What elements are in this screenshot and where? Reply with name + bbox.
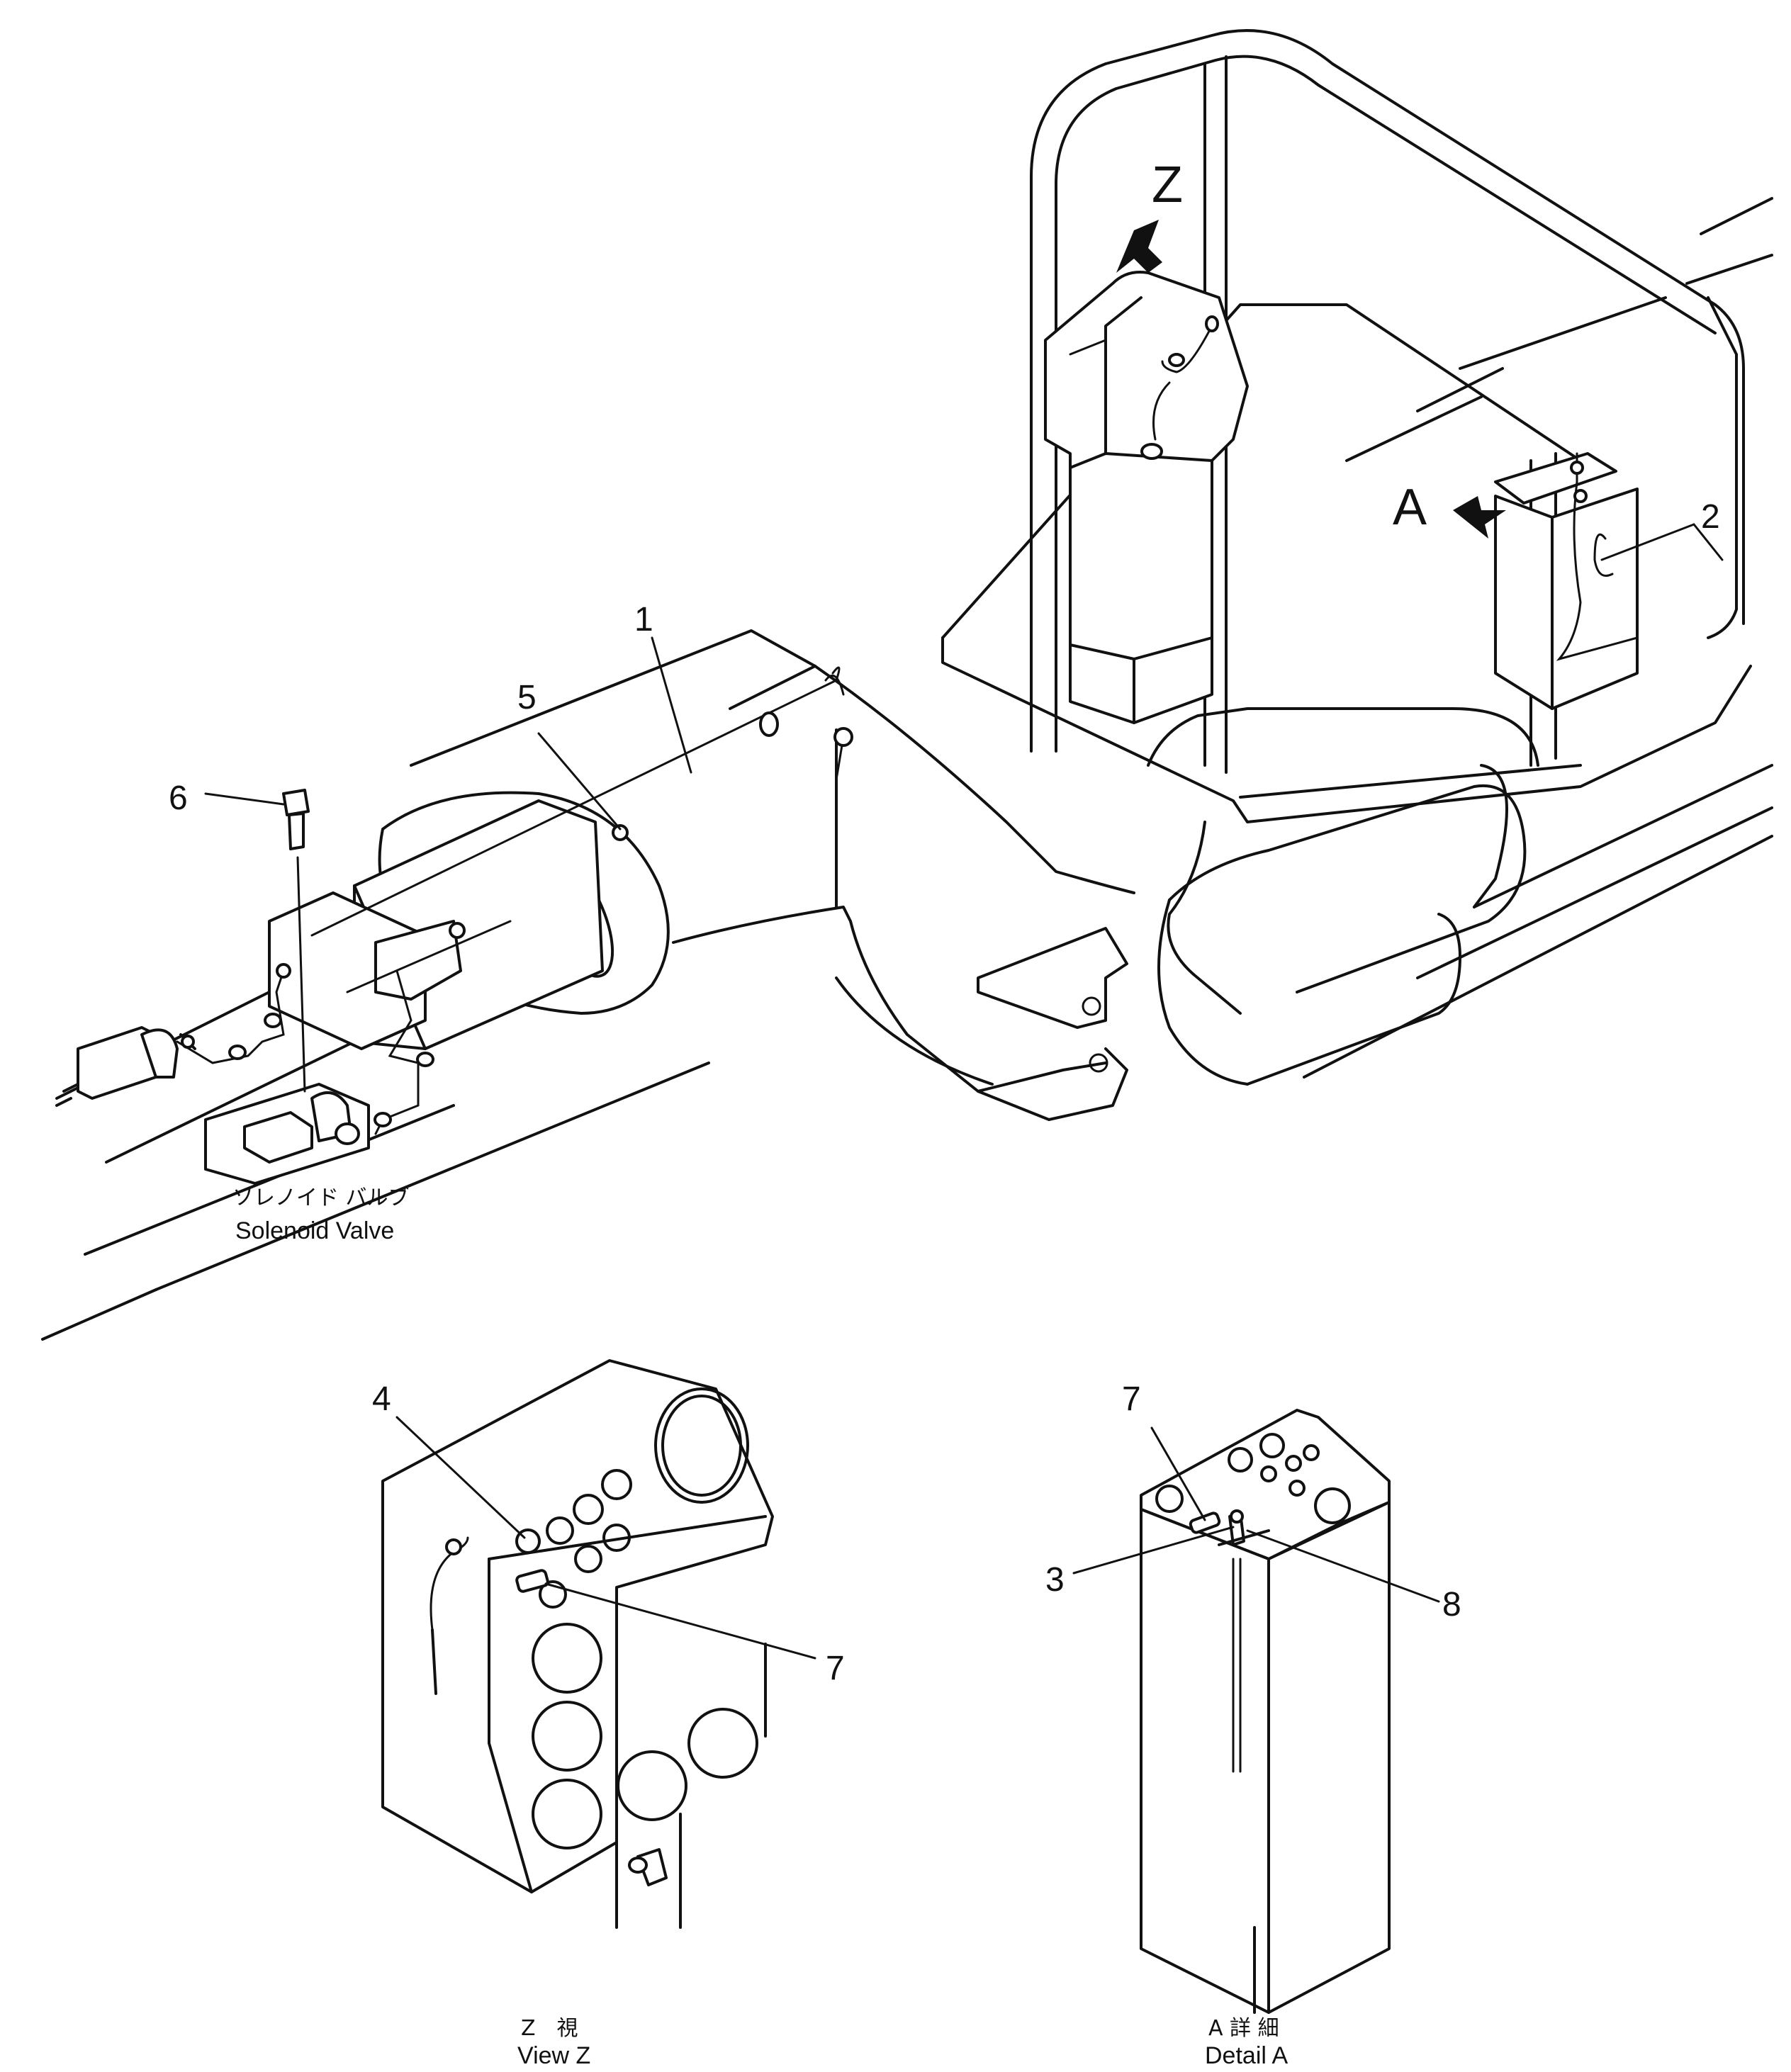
callout-2: 2 bbox=[1701, 498, 1720, 536]
switch-4 bbox=[515, 1528, 541, 1554]
callout-6: 6 bbox=[169, 779, 188, 817]
connector bbox=[416, 1052, 434, 1067]
view-z-panel bbox=[381, 1359, 774, 1929]
solenoid-valve-label-jp: ソレノイド バルブ bbox=[232, 1186, 410, 1210]
callout-7-detail-a: 7 bbox=[1122, 1380, 1141, 1418]
label-plate-7 bbox=[515, 1569, 549, 1593]
detail-a-tank bbox=[1140, 1409, 1391, 2014]
leader-lines bbox=[204, 523, 1724, 1660]
clip bbox=[276, 963, 291, 979]
view-z-caption-jp: Z 視 bbox=[521, 2016, 578, 2041]
view-z-arrow bbox=[1116, 220, 1162, 273]
connector bbox=[449, 922, 466, 939]
callout-8: 8 bbox=[1442, 1586, 1461, 1623]
solenoid-valve-label: Solenoid Valve bbox=[235, 1217, 394, 1244]
view-z-caption: View Z bbox=[517, 2042, 590, 2069]
view-marker-z: Z bbox=[1152, 157, 1183, 213]
callout-7-view-z: 7 bbox=[826, 1650, 845, 1687]
connector bbox=[374, 1112, 392, 1127]
wire-harness bbox=[176, 666, 853, 1135]
connector bbox=[264, 1013, 282, 1028]
connector bbox=[833, 727, 853, 747]
cab-assembly bbox=[941, 29, 1773, 1079]
detail-a-caption: Detail A bbox=[1205, 2042, 1288, 2069]
callout-4: 4 bbox=[372, 1380, 391, 1418]
view-marker-a: A bbox=[1393, 479, 1427, 536]
bolt-head bbox=[282, 789, 310, 816]
callout-3: 3 bbox=[1045, 1561, 1065, 1599]
callout-1: 1 bbox=[634, 601, 653, 638]
detail-a-caption-jp: A 詳 細 bbox=[1208, 2016, 1279, 2041]
detail-a-arrow bbox=[1453, 496, 1506, 539]
connector bbox=[228, 1045, 247, 1060]
connector bbox=[759, 711, 779, 737]
callout-5: 5 bbox=[517, 679, 537, 716]
grommet bbox=[612, 824, 629, 841]
